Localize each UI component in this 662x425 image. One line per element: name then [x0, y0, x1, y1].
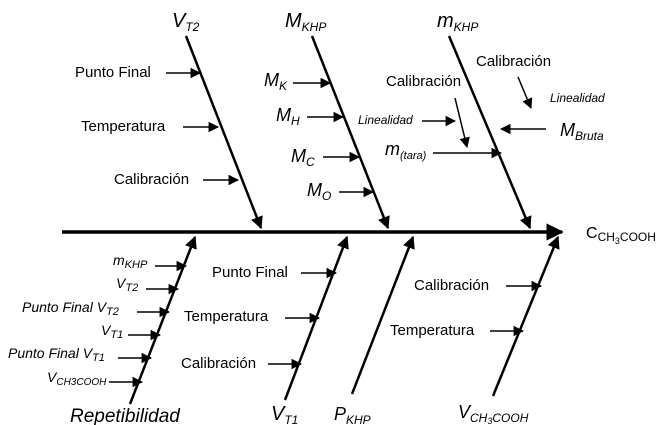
- mkhp-right-calibracion-1-arrow: [517, 76, 533, 109]
- vt2-cause-1: Punto Final: [75, 64, 151, 81]
- branch-pkhp-line: [350, 235, 415, 395]
- branch-repetibilidad-title: Repetibilidad: [70, 406, 181, 425]
- branch-pkhp-title: PKHP: [334, 404, 371, 425]
- mkhp-right-linealidad-2: Linealidad: [358, 113, 413, 127]
- branch-mkhp-right-title: mKHP: [437, 10, 478, 34]
- vt1-cause-3: Calibración: [181, 355, 256, 372]
- effect-label: CCH3COOH: [586, 225, 656, 246]
- mkhp-right-mbruta: MBruta: [560, 120, 604, 143]
- branch-vt2-line: [184, 35, 263, 230]
- rep-cause-1: mKHP: [113, 252, 148, 271]
- branch-mkhp-right-line: [447, 35, 532, 230]
- branch-vch3-line: [491, 235, 560, 397]
- rep-cause-2: VT2: [116, 275, 138, 294]
- branch-mkhp-top-line: [310, 35, 390, 230]
- mkhp-cause-mo: MO: [307, 180, 331, 203]
- mkhp-cause-mh: MH: [276, 105, 300, 128]
- branch-vt2-title: VT2: [172, 10, 200, 34]
- rep-cause-3: Punto Final VT2: [22, 299, 119, 318]
- mkhp-right-mtara: m(tara): [385, 139, 427, 162]
- rep-cause-4: VT1: [101, 322, 123, 341]
- mkhp-right-calibracion-2: Calibración: [386, 73, 461, 90]
- mkhp-right-linealidad-1: Linealidad: [550, 91, 605, 105]
- branch-mkhp-top-title: MKHP: [285, 10, 326, 34]
- mkhp-cause-mk: MK: [264, 70, 288, 93]
- branch-vt1-title: VT1: [271, 403, 298, 425]
- vt1-cause-1: Punto Final: [212, 264, 288, 281]
- vt2-cause-3: Calibración: [114, 171, 189, 188]
- vch3-cause-2: Temperatura: [390, 322, 475, 339]
- vt2-cause-2: Temperatura: [81, 118, 166, 135]
- vch3-cause-1: Calibración: [414, 277, 489, 294]
- vt1-cause-2: Temperatura: [184, 308, 269, 325]
- branch-vch3-title: VCH3COOH: [458, 402, 529, 425]
- mkhp-right-calibracion-1: Calibración: [476, 53, 551, 70]
- rep-cause-5: Punto Final VT1: [8, 345, 105, 364]
- rep-cause-6: VCH3COOH: [47, 369, 107, 388]
- mkhp-right-calibracion-2-arrow: [454, 97, 470, 149]
- mkhp-cause-mc: MC: [291, 146, 315, 169]
